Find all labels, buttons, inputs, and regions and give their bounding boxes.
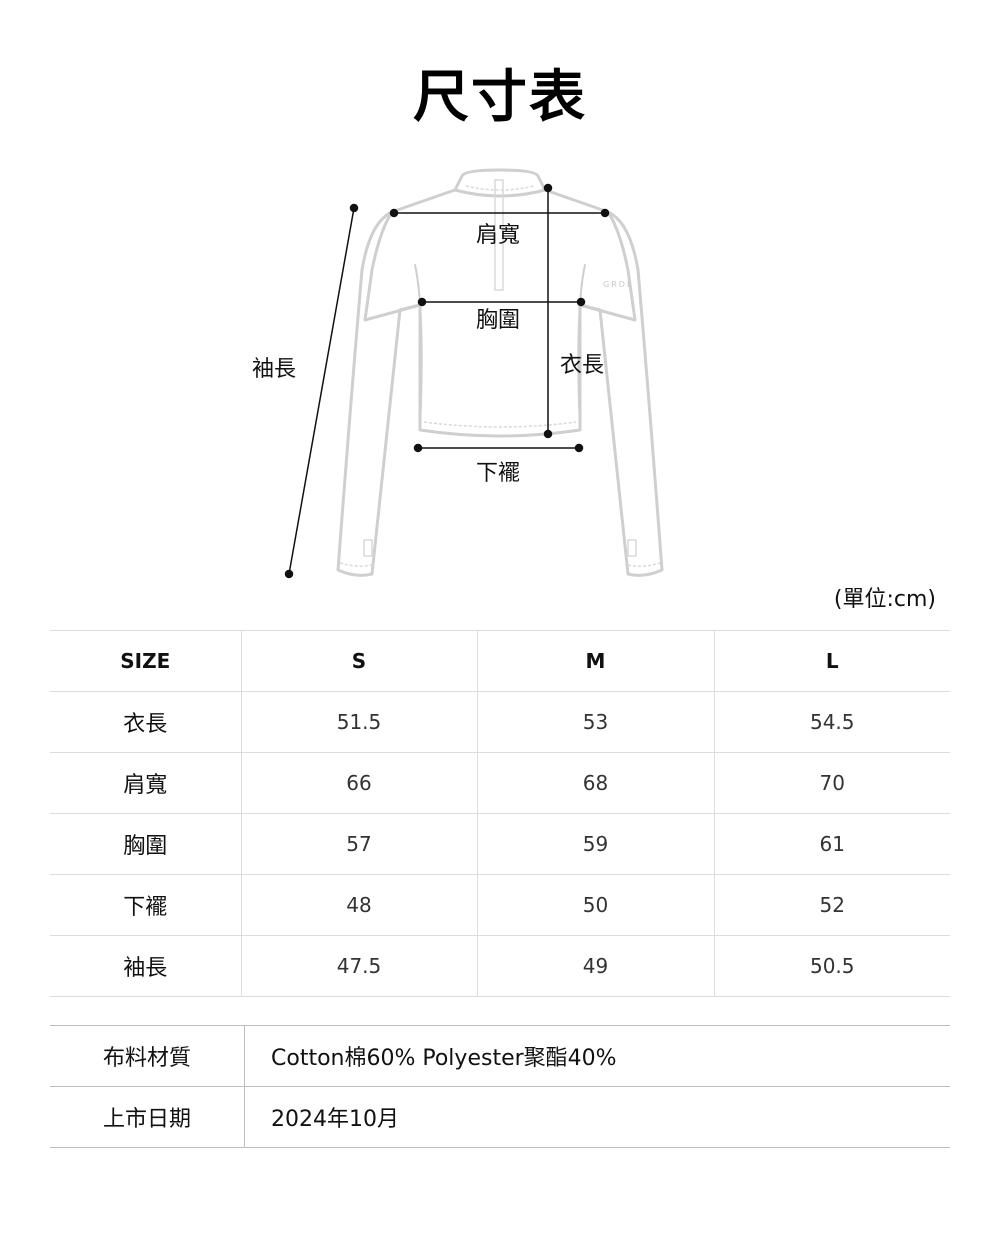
- row-label: 肩寬: [50, 752, 241, 814]
- label-shoulder: 肩寬: [476, 223, 521, 248]
- size-table-header: SIZE S M L: [50, 630, 950, 692]
- garment-diagram: GRDL 肩寬 胸圍 衣長 下襬 袖長: [0, 160, 1000, 590]
- table-row: 胸圍 57 59 61: [50, 813, 950, 875]
- cell-value: 54.5: [713, 691, 950, 753]
- cell-value: 70: [713, 752, 950, 814]
- header-m: M: [476, 630, 714, 692]
- cell-value: 57: [240, 813, 477, 875]
- cell-value: 49: [476, 935, 714, 997]
- cell-value: 51.5: [240, 691, 477, 753]
- garment-outline-illustration: GRDL: [284, 168, 664, 579]
- row-label: 胸圍: [50, 813, 241, 875]
- release-date-value: 2024年10月: [244, 1086, 950, 1148]
- table-row: 袖長 47.5 49 50.5: [50, 935, 950, 997]
- measurement-lines: [284, 183, 610, 579]
- header-l: L: [713, 630, 950, 692]
- sleeve-measure-line: [288, 207, 355, 575]
- row-label: 衣長: [50, 691, 241, 753]
- label-length: 衣長: [560, 353, 605, 378]
- cell-value: 50: [476, 874, 714, 936]
- table-row: 下襬 48 50 52: [50, 874, 950, 936]
- row-label: 下襬: [50, 874, 241, 936]
- fabric-value: Cotton棉60% Polyester聚酯40%: [244, 1025, 950, 1087]
- row-label: 袖長: [50, 935, 241, 997]
- header-s: S: [240, 630, 477, 692]
- table-row: 布料材質 Cotton棉60% Polyester聚酯40%: [50, 1025, 950, 1087]
- header-size: SIZE: [50, 630, 241, 692]
- release-date-label: 上市日期: [50, 1086, 245, 1148]
- label-hem: 下襬: [476, 461, 521, 486]
- label-chest: 胸圍: [476, 308, 521, 333]
- table-row: 肩寬 66 68 70: [50, 752, 950, 814]
- cell-value: 59: [476, 813, 714, 875]
- cell-value: 50.5: [713, 935, 950, 997]
- garment-stitching: [339, 179, 661, 567]
- brand-mark: GRDL: [603, 280, 633, 289]
- table-row: 上市日期 2024年10月: [50, 1086, 950, 1148]
- cell-value: 48: [240, 874, 477, 936]
- cell-value: 52: [713, 874, 950, 936]
- cell-value: 68: [476, 752, 714, 814]
- cell-value: 53: [476, 691, 714, 753]
- table-row: 衣長 51.5 53 54.5: [50, 691, 950, 753]
- label-sleeve: 袖長: [252, 357, 297, 382]
- unit-note: (單位:cm): [833, 587, 936, 612]
- cell-value: 66: [240, 752, 477, 814]
- page-title: 尺寸表: [413, 65, 587, 130]
- size-table: SIZE S M L 衣長 51.5 53 54.5 肩寬 66 68 70 胸…: [50, 630, 950, 997]
- cell-value: 61: [713, 813, 950, 875]
- fabric-label: 布料材質: [50, 1025, 245, 1087]
- cell-value: 47.5: [240, 935, 477, 997]
- product-info-table: 布料材質 Cotton棉60% Polyester聚酯40% 上市日期 2024…: [50, 1025, 950, 1148]
